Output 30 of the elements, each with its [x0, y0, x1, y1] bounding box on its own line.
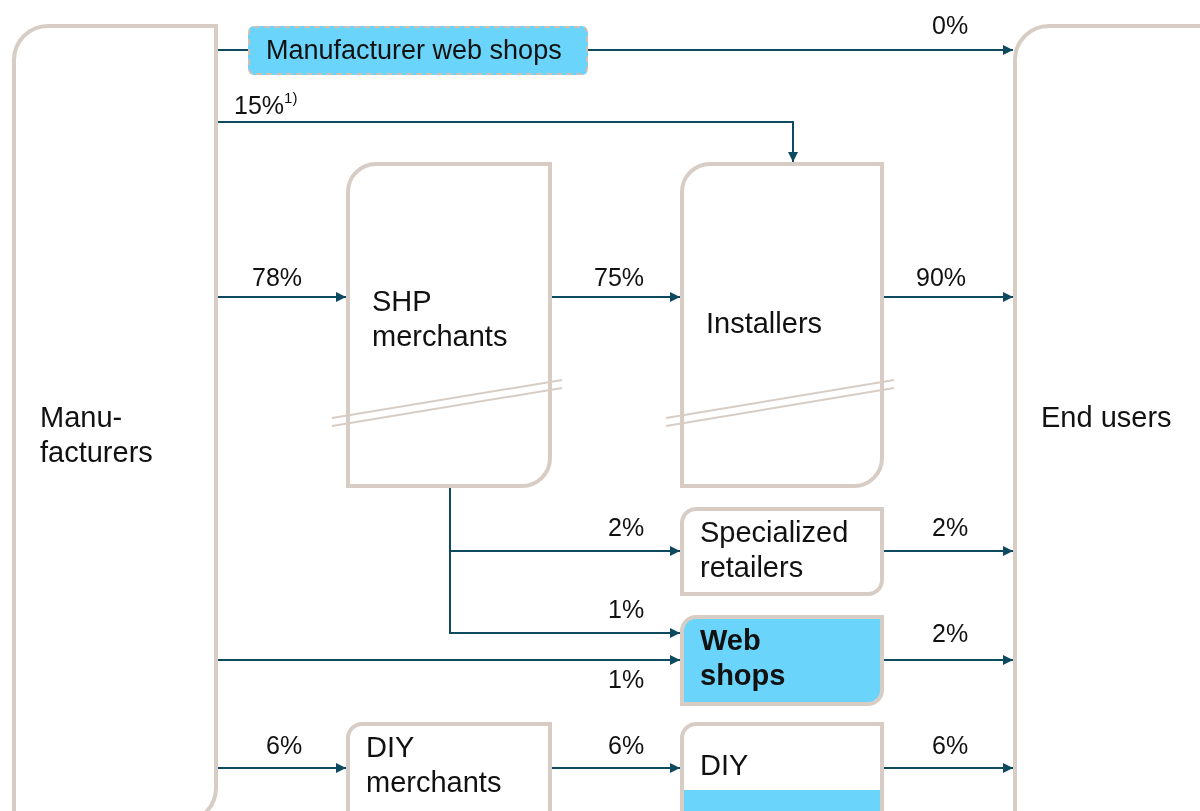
node-label: Manu-facturers — [40, 400, 154, 470]
node-label: Specialized retailers — [700, 515, 850, 585]
arrow — [883, 763, 1014, 773]
arrow — [883, 292, 1014, 302]
process-box — [1013, 24, 1200, 811]
node-label: Installers — [706, 306, 824, 341]
arrow — [217, 763, 347, 773]
arrow — [449, 487, 681, 638]
node-label: Web shops — [700, 623, 787, 693]
node-label: DIY — [700, 748, 750, 783]
process-box — [346, 162, 552, 488]
arrow — [587, 45, 1014, 55]
node-label: Manufacturer web shops — [266, 34, 563, 67]
process-box — [680, 162, 884, 488]
arrow — [551, 292, 681, 302]
arrow — [551, 763, 681, 773]
process-box — [346, 722, 552, 811]
process-box — [680, 615, 884, 706]
node-label: SHP merchants — [372, 284, 509, 354]
process-box — [248, 26, 588, 75]
arrow — [217, 292, 347, 302]
arrow — [217, 121, 798, 163]
process-box — [12, 24, 218, 811]
arrow — [883, 655, 1014, 665]
process-box — [680, 722, 884, 811]
arrow — [883, 546, 1014, 556]
arrow — [217, 655, 681, 665]
node-label: DIY merchants — [366, 730, 503, 800]
process-box — [680, 507, 884, 596]
node-label: End users — [1041, 400, 1173, 435]
